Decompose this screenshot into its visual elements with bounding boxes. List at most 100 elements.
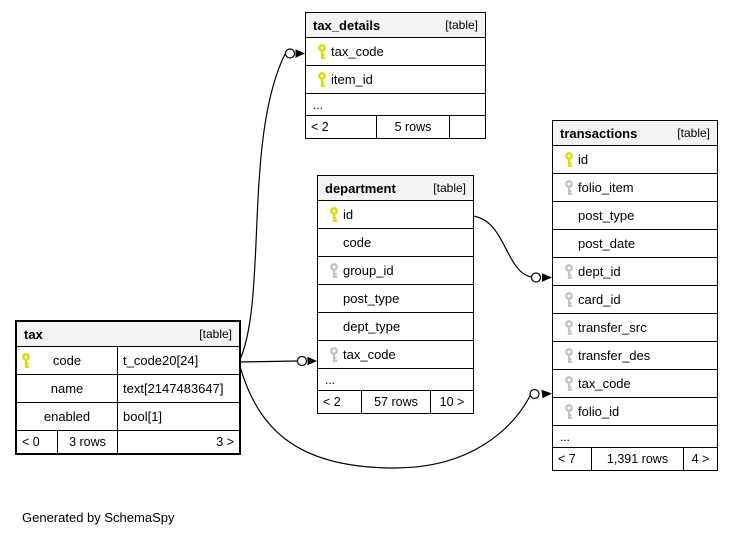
- column-row-group_id: group_id: [318, 257, 473, 285]
- table-name: tax: [24, 326, 43, 342]
- table-name: transactions: [560, 125, 638, 141]
- table-name: tax_details: [313, 17, 381, 33]
- column-name: transfer_src: [578, 320, 647, 335]
- foreign-key-icon: [325, 346, 343, 363]
- footer-right-count: 4 >: [691, 452, 710, 466]
- foreign-key-icon: [560, 347, 578, 364]
- zero-or-more-circle: [296, 355, 308, 367]
- foreign-key-icon: [560, 375, 578, 392]
- arrowhead-icon: [542, 273, 552, 282]
- footer-right-count: [450, 116, 485, 138]
- relationship-department-to-transactions: [472, 215, 532, 278]
- relationship-tax-to-department: [238, 360, 298, 363]
- column-row-code: code: [318, 229, 473, 257]
- table-tag: [table]: [199, 327, 232, 341]
- foreign-key-icon: [560, 263, 578, 280]
- table-name: department: [325, 180, 396, 196]
- column-row-dept_type: dept_type: [318, 313, 473, 341]
- footer-row-count: 1,391 rows: [592, 448, 684, 470]
- primary-key-icon: [20, 352, 32, 369]
- column-row-transfer_src: transfer_src: [553, 314, 717, 342]
- foreign-key-icon: [560, 403, 578, 420]
- column-rows: id code group_id post_type dept_type tax_code: [318, 201, 473, 369]
- table-header[interactable]: tax_details [table]: [306, 13, 485, 38]
- table-tag: [table]: [677, 126, 710, 140]
- footer-right-count: 10 >: [439, 395, 465, 409]
- column-type: text[2147483647]: [123, 381, 224, 396]
- column-row-id: id: [318, 201, 473, 229]
- column-name: folio_item: [578, 180, 634, 195]
- column-name: tax_code: [331, 44, 384, 59]
- ellipsis-row: ...: [306, 94, 485, 116]
- footer-left-count: < 2: [306, 116, 377, 138]
- footer-row-count: 5 rows: [377, 116, 450, 138]
- arrowhead-icon: [307, 356, 317, 366]
- primary-key-icon: [313, 71, 331, 88]
- column-row-id: id: [553, 146, 717, 174]
- relationship-tax-to-transactions: [238, 362, 531, 469]
- footer-row-count: 3 rows: [58, 431, 118, 453]
- table-tag: [table]: [445, 18, 478, 32]
- table-header[interactable]: tax [table]: [17, 322, 239, 347]
- column-name: dept_id: [578, 264, 621, 279]
- footer-row-count: 57 rows: [362, 391, 431, 413]
- column-row-name: name text[2147483647]: [17, 375, 239, 403]
- primary-key-icon: [560, 151, 578, 168]
- column-name: code: [343, 235, 372, 250]
- column-row-folio_item: folio_item: [553, 174, 717, 202]
- column-rows: tax_code item_id: [306, 38, 485, 94]
- column-row-card_id: card_id: [553, 286, 717, 314]
- footer-left-count: < 0: [17, 431, 58, 453]
- primary-key-icon: [325, 206, 343, 223]
- column-name: tax_code: [578, 376, 631, 391]
- column-name: dept_type: [343, 319, 401, 334]
- table-header[interactable]: transactions [table]: [553, 121, 717, 146]
- column-name: transfer_des: [578, 348, 651, 363]
- column-row-tax_code: tax_code: [318, 341, 473, 369]
- table-tag: [table]: [433, 181, 466, 195]
- zero-or-more-circle: [284, 48, 296, 59]
- column-name: name: [50, 381, 84, 396]
- column-name: folio_id: [578, 404, 620, 419]
- column-name: card_id: [578, 292, 621, 307]
- footer-left-count: < 2: [318, 391, 362, 413]
- column-row-post_type: post_type: [318, 285, 473, 313]
- arrowhead-icon: [541, 389, 552, 399]
- column-row-post_date: post_date: [553, 230, 717, 258]
- column-name: enabled: [43, 409, 91, 424]
- column-row-dept_id: dept_id: [553, 258, 717, 286]
- column-row-folio_id: folio_id: [553, 398, 717, 426]
- relationship-tax-to-tax_details: [238, 53, 286, 363]
- column-name: post_type: [343, 291, 400, 306]
- column-name: id: [578, 152, 589, 167]
- column-name: code: [52, 353, 82, 368]
- primary-key-icon: [313, 43, 331, 60]
- column-row-tax_code: tax_code: [553, 370, 717, 398]
- table-header[interactable]: department [table]: [318, 176, 473, 201]
- table-footer: < 0 3 rows 3 >: [17, 431, 239, 453]
- column-row-enabled: enabled bool[1]: [17, 403, 239, 431]
- ellipsis-row: ...: [318, 369, 473, 391]
- arrowhead-icon: [295, 49, 305, 58]
- column-name-cell: name: [17, 375, 118, 402]
- footer-left-count: < 7: [553, 448, 592, 470]
- ellipsis-row: ...: [553, 426, 717, 448]
- table-node-department[interactable]: department [table] id code group_id post_ty…: [317, 175, 474, 414]
- table-footer: < 7 1,391 rows 4 >: [553, 448, 717, 470]
- table-footer: < 2 5 rows: [306, 116, 485, 138]
- column-type: bool[1]: [123, 409, 163, 424]
- column-row-item_id: item_id: [306, 66, 485, 94]
- column-name-cell: code: [17, 347, 118, 374]
- foreign-key-icon: [560, 319, 578, 336]
- footer-right-count: 3 >: [216, 435, 234, 449]
- column-name: id: [343, 207, 354, 222]
- column-name: group_id: [343, 263, 394, 278]
- column-name: item_id: [331, 72, 373, 87]
